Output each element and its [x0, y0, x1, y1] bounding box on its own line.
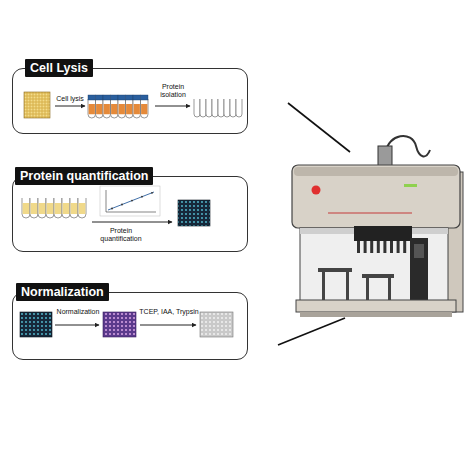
process-panel: Protein quantificationProtein quantifica…: [12, 176, 248, 252]
step-label: Protein quantification: [91, 227, 151, 243]
normalized-plate: [103, 312, 136, 337]
lysate-tubes: [88, 95, 148, 118]
liquid-handler: [292, 136, 463, 317]
process-panel: NormalizationNormalizationTCEP, IAA, Try…: [12, 292, 248, 360]
step-label: Protein isolation: [153, 83, 193, 99]
standard-curve: [100, 186, 160, 216]
step-label: Normalization: [53, 308, 103, 316]
step-arrow: [55, 106, 85, 107]
step-arrow: [140, 325, 196, 326]
leader-line: [278, 318, 345, 345]
protein-tubes: [22, 198, 86, 218]
assay-plate: [178, 200, 210, 226]
panel-heading: Cell Lysis: [25, 59, 93, 77]
panel-heading: Normalization: [16, 283, 109, 301]
step-label: Cell lysis: [50, 95, 90, 103]
digest-plate: [200, 312, 233, 337]
empty-tubes: [194, 99, 242, 117]
panel-heading: Protein quantification: [15, 167, 153, 185]
assay-plate: [20, 312, 52, 337]
leader-line: [288, 103, 350, 152]
cell-plate: [24, 92, 50, 118]
process-panel: Cell LysisCell lysisProtein isolation: [12, 68, 248, 134]
step-arrow: [92, 222, 172, 223]
step-label: TCEP, IAA, Trypsin: [137, 308, 201, 316]
step-arrow: [155, 106, 190, 107]
step-arrow: [55, 325, 99, 326]
